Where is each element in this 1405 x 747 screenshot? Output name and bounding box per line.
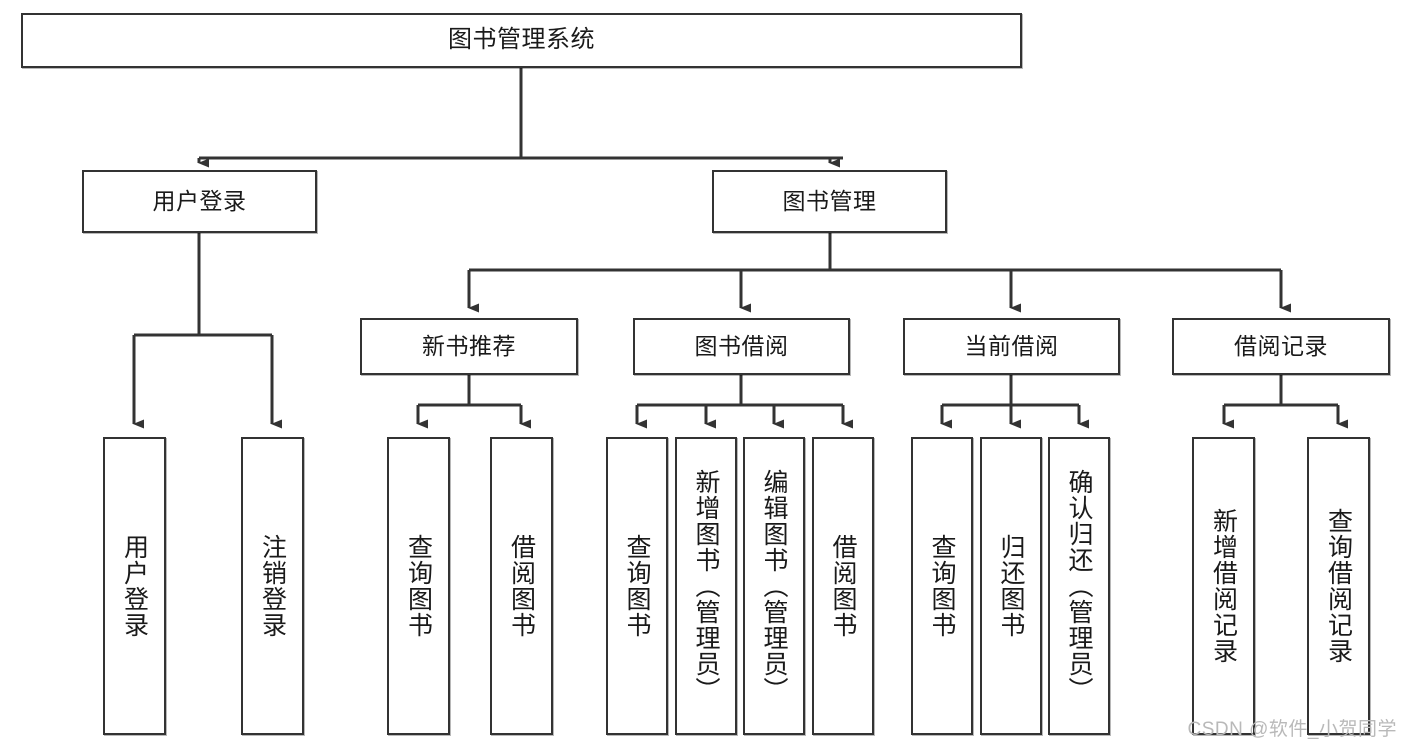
leaf-borrow-book-borrow[interactable]: 借阅图书 — [812, 437, 874, 735]
node-book-borrow[interactable]: 图书借阅 — [633, 318, 850, 375]
node-label: 用户登录 — [120, 534, 149, 638]
node-label: 图书管理系统 — [448, 26, 595, 54]
node-label: 图书管理 — [782, 187, 877, 214]
node-current-borrow[interactable]: 当前借阅 — [903, 318, 1120, 375]
node-user-login[interactable]: 用户登录 — [82, 170, 317, 233]
node-borrow-record[interactable]: 借阅记录 — [1172, 318, 1390, 375]
leaf-query-borrow-record[interactable]: 查询借阅记录 — [1307, 437, 1370, 735]
node-label: 归还图书 — [997, 534, 1025, 638]
node-root-book-management-system[interactable]: 图书管理系统 — [21, 13, 1022, 68]
node-book-manage[interactable]: 图书管理 — [712, 170, 947, 233]
node-label: 新增图书（管理员） — [692, 469, 720, 703]
leaf-query-book-recommend[interactable]: 查询图书 — [387, 437, 450, 735]
leaf-query-book-current[interactable]: 查询图书 — [911, 437, 973, 735]
node-label: 注销登录 — [258, 534, 287, 638]
node-label: 图书借阅 — [694, 332, 789, 359]
node-label: 确认归还（管理员） — [1065, 469, 1093, 703]
leaf-add-borrow-record[interactable]: 新增借阅记录 — [1192, 437, 1255, 735]
node-label: 借阅图书 — [829, 534, 857, 638]
node-label: 查询图书 — [928, 534, 956, 638]
node-label: 新增借阅记录 — [1209, 508, 1238, 664]
node-label: 查询图书 — [623, 534, 651, 638]
node-label: 查询图书 — [404, 534, 433, 638]
node-label: 当前借阅 — [964, 332, 1059, 359]
node-label: 查询借阅记录 — [1324, 508, 1353, 664]
leaf-confirm-return-admin[interactable]: 确认归还（管理员） — [1048, 437, 1110, 735]
node-label: 借阅图书 — [507, 534, 536, 638]
node-new-book-recommend[interactable]: 新书推荐 — [360, 318, 578, 375]
node-label: 用户登录 — [152, 187, 247, 214]
leaf-query-book-borrow[interactable]: 查询图书 — [606, 437, 668, 735]
leaf-user-login[interactable]: 用户登录 — [103, 437, 166, 735]
node-label: 编辑图书（管理员） — [760, 469, 788, 703]
node-label: 借阅记录 — [1234, 332, 1328, 359]
leaf-return-book[interactable]: 归还图书 — [980, 437, 1042, 735]
leaf-add-book-admin[interactable]: 新增图书（管理员） — [675, 437, 737, 735]
leaf-borrow-book-recommend[interactable]: 借阅图书 — [490, 437, 553, 735]
leaf-user-logout[interactable]: 注销登录 — [241, 437, 304, 735]
node-label: 新书推荐 — [422, 332, 516, 359]
watermark-csdn: CSDN @软件_小贺同学 — [1187, 719, 1397, 740]
leaf-edit-book-admin[interactable]: 编辑图书（管理员） — [743, 437, 805, 735]
